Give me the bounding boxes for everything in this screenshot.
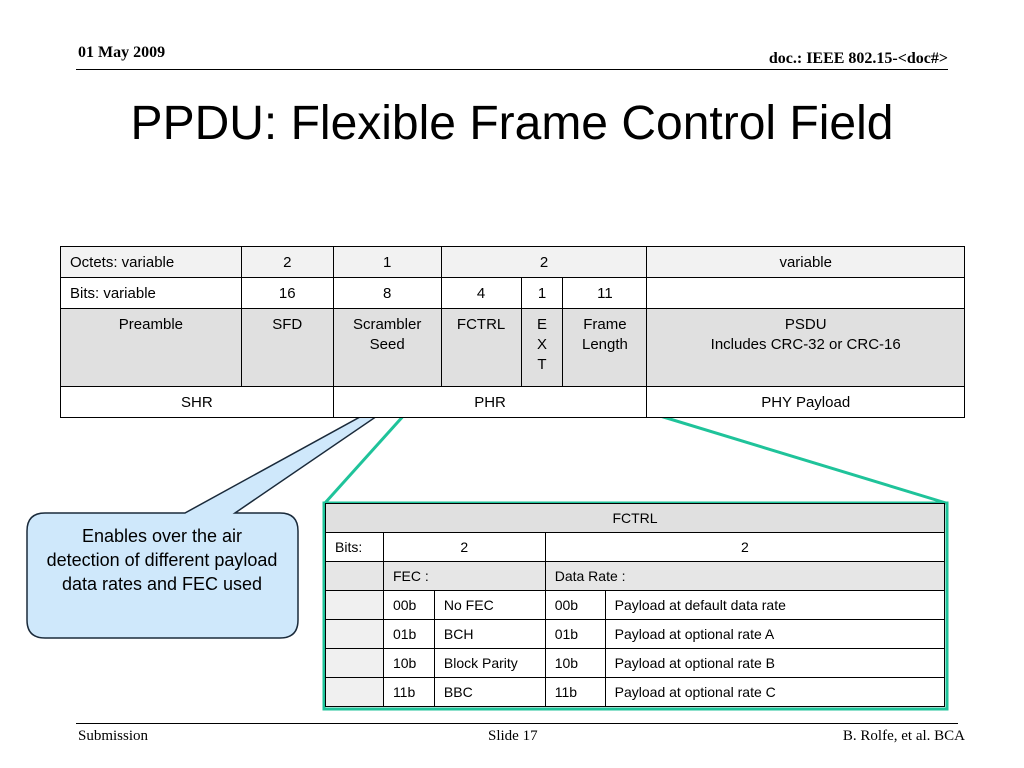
table-cell: 16 bbox=[240, 277, 334, 309]
table-cell: Payload at optional rate B bbox=[604, 648, 946, 678]
table-cell: 2 bbox=[440, 246, 648, 278]
fctrl-title-row: FCTRL bbox=[325, 503, 945, 533]
cell-line: Includes CRC-32 or CRC-16 bbox=[710, 336, 901, 353]
table-cell bbox=[325, 561, 384, 591]
table-cell: 01b bbox=[544, 619, 606, 649]
fctrl-group-row: FEC : Data Rate : bbox=[325, 561, 946, 591]
groups-row: SHR PHR PHY Payload bbox=[60, 386, 965, 418]
table-cell: Octets: variable bbox=[60, 246, 242, 278]
table-cell: FEC : bbox=[382, 561, 546, 591]
table-cell: 00b bbox=[544, 590, 606, 620]
field-sfd: SFD bbox=[240, 308, 334, 387]
slide-title: PPDU: Flexible Frame Control Field bbox=[130, 97, 894, 150]
footer-submission: Submission bbox=[78, 728, 149, 744]
footer-authors: B. Rolfe, et al. BCA bbox=[842, 728, 965, 744]
table-cell bbox=[325, 590, 384, 620]
cell-line: Scrambler bbox=[352, 316, 422, 333]
table-cell: BCH bbox=[433, 619, 546, 649]
field-psdu: PSDU Includes CRC-32 or CRC-16 bbox=[646, 308, 965, 387]
table-cell: 01b bbox=[382, 619, 435, 649]
table-cell: 10b bbox=[382, 648, 435, 678]
table-cell: Payload at default data rate bbox=[604, 590, 946, 620]
table-row: 11b BBC 11b Payload at optional rate C bbox=[325, 677, 946, 707]
table-cell: 11b bbox=[544, 677, 606, 707]
cell-line: Preamble bbox=[118, 316, 183, 333]
group-phr: PHR bbox=[332, 386, 648, 418]
field-ext: E X T bbox=[520, 308, 564, 387]
group-shr: SHR bbox=[60, 386, 334, 418]
table-cell: Bits: variable bbox=[60, 277, 242, 309]
table-cell: 10b bbox=[544, 648, 606, 678]
table-cell: variable bbox=[646, 246, 965, 278]
fctrl-bits-row: Bits: 2 2 bbox=[325, 532, 946, 562]
octets-row: Octets: variable 2 1 2 variable bbox=[60, 246, 965, 278]
table-cell: 11 bbox=[562, 277, 648, 309]
table-cell: No FEC bbox=[433, 590, 546, 620]
table-cell bbox=[325, 619, 384, 649]
group-phy-payload: PHY Payload bbox=[646, 386, 965, 418]
table-cell: 2 bbox=[240, 246, 334, 278]
table-cell: Block Parity bbox=[433, 648, 546, 678]
fields-row: Preamble SFD Scrambler Seed FCTRL E X T … bbox=[60, 308, 965, 387]
field-preamble: Preamble bbox=[60, 308, 242, 387]
fctrl-table: FCTRL Bits: 2 2 FEC : Data Rate : 00b No… bbox=[325, 503, 946, 707]
table-row: 00b No FEC 00b Payload at default data r… bbox=[325, 590, 946, 620]
bits-row: Bits: variable 16 8 4 1 11 bbox=[60, 277, 965, 309]
header-doc-id: doc.: IEEE 802.15-<doc#> bbox=[768, 50, 948, 67]
table-cell: 00b bbox=[382, 590, 435, 620]
header-date: 01 May 2009 bbox=[78, 44, 166, 61]
cell-line: PSDU bbox=[784, 316, 827, 333]
table-cell: Payload at optional rate A bbox=[604, 619, 946, 649]
table-cell: 4 bbox=[440, 277, 522, 309]
cell-line: Seed bbox=[369, 336, 405, 353]
table-cell: 2 bbox=[544, 532, 946, 562]
table-row: 01b BCH 01b Payload at optional rate A bbox=[325, 619, 946, 649]
cell-line: FCTRL bbox=[456, 316, 506, 333]
table-cell: 1 bbox=[332, 246, 442, 278]
field-scrambler-seed: Scrambler Seed bbox=[332, 308, 442, 387]
cell-line: E bbox=[537, 316, 548, 333]
cell-line: T bbox=[537, 356, 547, 373]
header-divider bbox=[76, 69, 948, 70]
cell-line: SFD bbox=[272, 316, 303, 333]
cell-line: Frame bbox=[583, 316, 627, 333]
table-cell: 11b bbox=[382, 677, 435, 707]
table-cell: BBC bbox=[433, 677, 546, 707]
ppdu-table: Octets: variable 2 1 2 variable Bits: va… bbox=[60, 246, 965, 418]
footer-slide-number: Slide 17 bbox=[488, 728, 538, 744]
table-row: 10b Block Parity 10b Payload at optional… bbox=[325, 648, 946, 678]
field-fctrl: FCTRL bbox=[440, 308, 522, 387]
table-cell bbox=[325, 648, 384, 678]
table-cell: Payload at optional rate C bbox=[604, 677, 946, 707]
cell-line: X bbox=[537, 336, 548, 353]
table-cell: 8 bbox=[332, 277, 442, 309]
fctrl-title: FCTRL bbox=[325, 503, 945, 533]
field-frame-length: Frame Length bbox=[562, 308, 648, 387]
table-cell: Bits: bbox=[325, 532, 384, 562]
footer-divider bbox=[76, 723, 958, 724]
table-cell bbox=[646, 277, 965, 309]
table-cell: 2 bbox=[382, 532, 546, 562]
table-cell: Data Rate : bbox=[544, 561, 946, 591]
callout-text: Enables over the air detection of differ… bbox=[46, 526, 278, 594]
table-cell bbox=[325, 677, 384, 707]
table-cell: 1 bbox=[520, 277, 564, 309]
cell-line: Length bbox=[582, 336, 628, 353]
